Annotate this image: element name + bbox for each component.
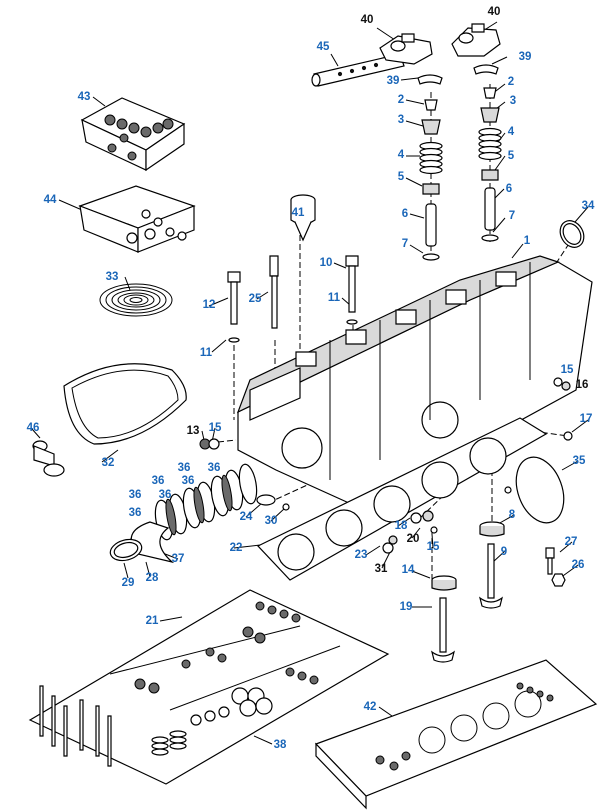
callout-35: 35	[572, 455, 586, 467]
callout-15: 15	[560, 364, 574, 376]
callout-16: 16	[575, 379, 589, 391]
kit-box-43	[82, 98, 184, 170]
callout-24: 24	[239, 511, 253, 523]
rocker-arm-40-right	[452, 24, 500, 56]
valve-train-stack-left	[420, 100, 442, 260]
nut-26	[552, 574, 565, 586]
coil-33	[100, 284, 172, 316]
part-41	[291, 195, 315, 240]
stud-25	[270, 256, 278, 328]
callout-36: 36	[207, 462, 221, 474]
elbow-fitting-46	[33, 441, 64, 476]
callout-15: 15	[426, 541, 440, 553]
callout-42: 42	[363, 701, 377, 713]
callout-6: 6	[401, 208, 409, 220]
callout-39: 39	[386, 75, 400, 87]
callout-4: 4	[397, 149, 405, 161]
valve-cover-gasket-32	[64, 364, 186, 444]
callout-1: 1	[523, 235, 531, 247]
seal-rings	[200, 378, 572, 553]
callout-32: 32	[101, 457, 115, 469]
callout-26: 26	[571, 559, 585, 571]
callout-2: 2	[397, 94, 405, 106]
overhaul-kit-21	[30, 590, 388, 784]
callout-44: 44	[43, 194, 57, 206]
callout-7: 7	[508, 210, 516, 222]
callout-30: 30	[264, 515, 278, 527]
callout-27: 27	[564, 536, 578, 548]
callout-39: 39	[518, 51, 532, 63]
part-39-pair	[418, 65, 498, 84]
callout-36: 36	[177, 462, 191, 474]
bolt-10	[346, 256, 358, 324]
callout-40: 40	[487, 6, 501, 18]
callout-36: 36	[151, 475, 165, 487]
callout-5: 5	[397, 171, 405, 183]
bolt-12	[228, 272, 240, 342]
seal-rings-36	[153, 463, 260, 541]
callout-21: 21	[145, 615, 159, 627]
callout-43: 43	[77, 91, 91, 103]
callout-45: 45	[316, 41, 330, 53]
callout-11: 11	[327, 292, 341, 304]
callout-4: 4	[507, 126, 515, 138]
parts-28-29-37	[108, 522, 172, 564]
valve-9	[480, 544, 502, 608]
callout-13: 13	[186, 425, 200, 437]
fitting-27	[546, 548, 554, 574]
callout-20: 20	[406, 533, 420, 545]
o-ring-34	[555, 216, 588, 251]
callout-46: 46	[26, 422, 40, 434]
valve-seat-8	[480, 522, 504, 536]
kit-box-44	[80, 186, 194, 252]
callout-29: 29	[121, 577, 135, 589]
callout-11: 11	[199, 347, 213, 359]
cylinder-head-1	[238, 256, 592, 508]
callout-18: 18	[394, 520, 408, 532]
callout-36: 36	[158, 489, 172, 501]
head-gasket-22	[258, 418, 546, 580]
valve-train-stack-right	[479, 88, 501, 241]
cover-plate-35	[508, 451, 573, 530]
callout-41: 41	[291, 207, 305, 219]
valve-19	[432, 598, 454, 662]
callout-15: 15	[208, 422, 222, 434]
callout-36: 36	[181, 475, 195, 487]
callout-28: 28	[145, 572, 159, 584]
callout-9: 9	[500, 546, 508, 558]
callout-34: 34	[581, 200, 595, 212]
callout-37: 37	[171, 553, 185, 565]
callout-22: 22	[229, 542, 243, 554]
callout-36: 36	[128, 507, 142, 519]
callout-3: 3	[397, 114, 405, 126]
callout-8: 8	[508, 509, 516, 521]
callout-23: 23	[354, 549, 368, 561]
callout-2: 2	[507, 76, 515, 88]
callout-7: 7	[401, 238, 409, 250]
callout-5: 5	[507, 150, 515, 162]
valve-seat-14	[432, 576, 456, 590]
gasket-kit-42	[316, 660, 596, 808]
callout-33: 33	[105, 271, 119, 283]
callout-38: 38	[273, 739, 287, 751]
callout-31: 31	[374, 563, 388, 575]
callout-14: 14	[401, 564, 415, 576]
rocker-arm-40-left	[380, 34, 432, 64]
callout-40: 40	[360, 14, 374, 26]
callout-19: 19	[399, 601, 413, 613]
rocker-shaft-45	[312, 54, 404, 86]
callout-25: 25	[248, 293, 262, 305]
callout-6: 6	[505, 183, 513, 195]
callout-3: 3	[509, 95, 517, 107]
callout-36: 36	[128, 489, 142, 501]
callout-10: 10	[319, 257, 333, 269]
callout-17: 17	[579, 413, 593, 425]
callout-12: 12	[202, 299, 216, 311]
